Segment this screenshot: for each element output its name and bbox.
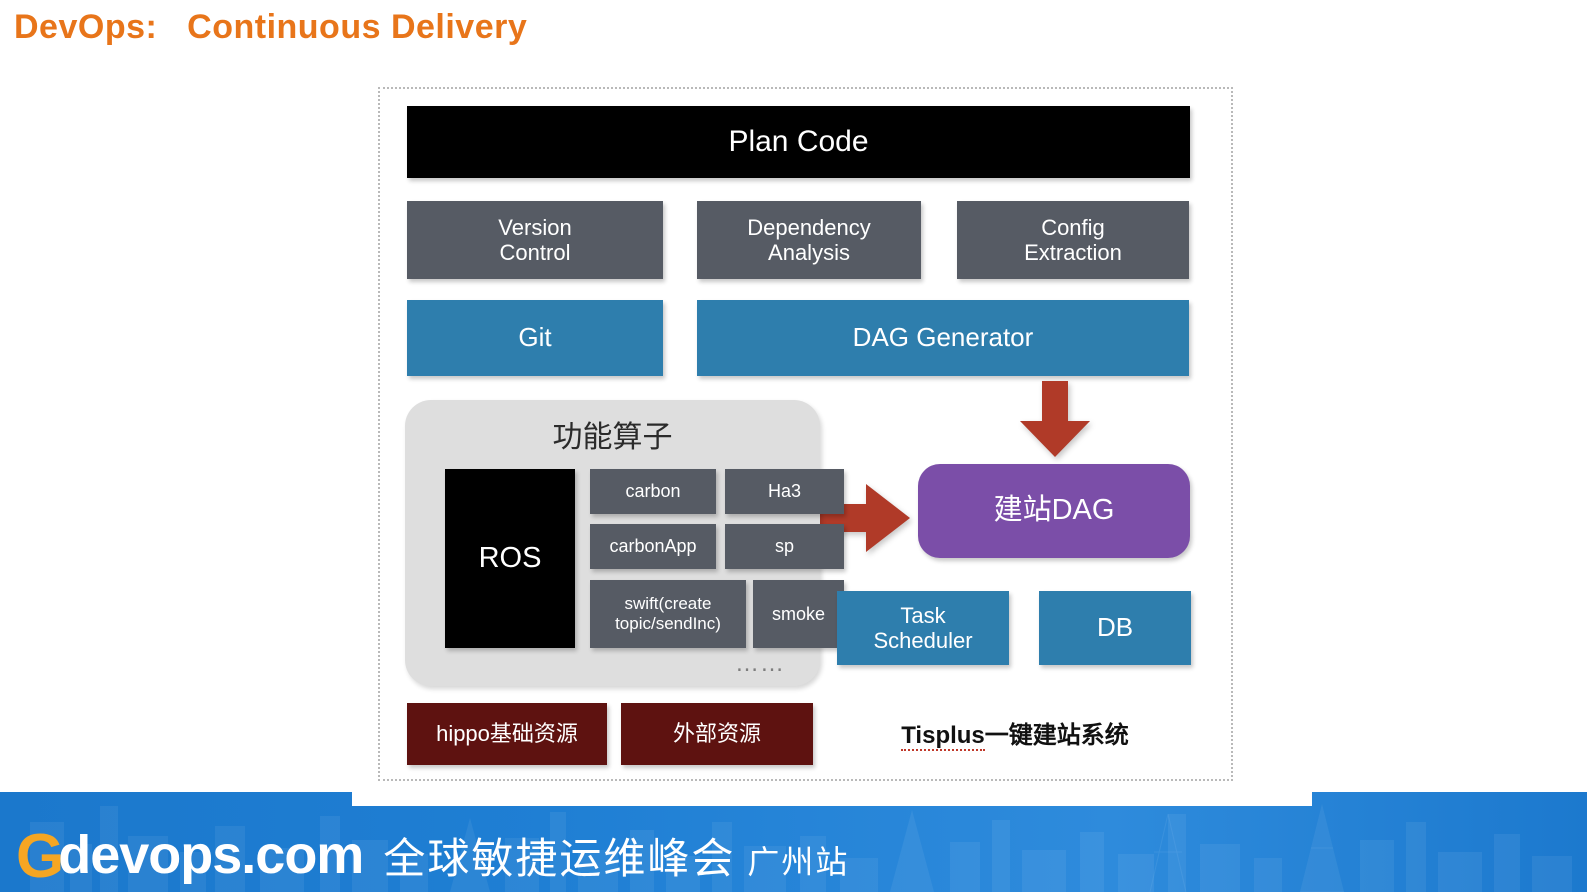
tisplus-system-label: Tisplus一键建站系统 [840,715,1190,751]
operator-sp: sp [725,524,844,569]
db-block: DB [1039,591,1191,665]
operators-panel-title: 功能算子 [552,421,673,454]
banner-tagline: 全球敏捷运维峰会 [383,834,736,883]
gdevops-logo-text: devops.com [58,825,364,885]
operator-smoke: smoke [753,580,844,648]
skyline-graphic [30,804,1572,892]
operator-ha3: Ha3 [725,469,844,514]
banner-city: 广州站 [747,843,850,881]
ros-block: ROS [445,469,575,648]
hippo-resource-block: hippo基础资源 [407,703,607,765]
arrow-down-icon [1020,381,1090,457]
operators-panel: 功能算子 ROS carbon Ha3 carbonApp sp swift(c… [405,400,844,686]
dag-generator-block: DAG Generator [697,300,1189,376]
page-title: DevOps: Continuous Delivery [14,8,528,46]
operator-carbonapp: carbonApp [590,524,716,569]
operator-carbon: carbon [590,469,716,514]
build-dag-block: 建站DAG [918,464,1190,558]
gdevops-logo-g: G [16,822,65,891]
plan-code-block: Plan Code [407,106,1190,178]
tisplus-brand: Tisplus [901,722,985,751]
banner-notch [352,792,1312,806]
git-block: Git [407,300,663,376]
arrow-right-icon [820,484,910,552]
operators-ellipsis: …… [735,650,785,677]
tisplus-suffix: 一键建站系统 [984,722,1129,749]
external-resource-block: 外部资源 [621,703,813,765]
